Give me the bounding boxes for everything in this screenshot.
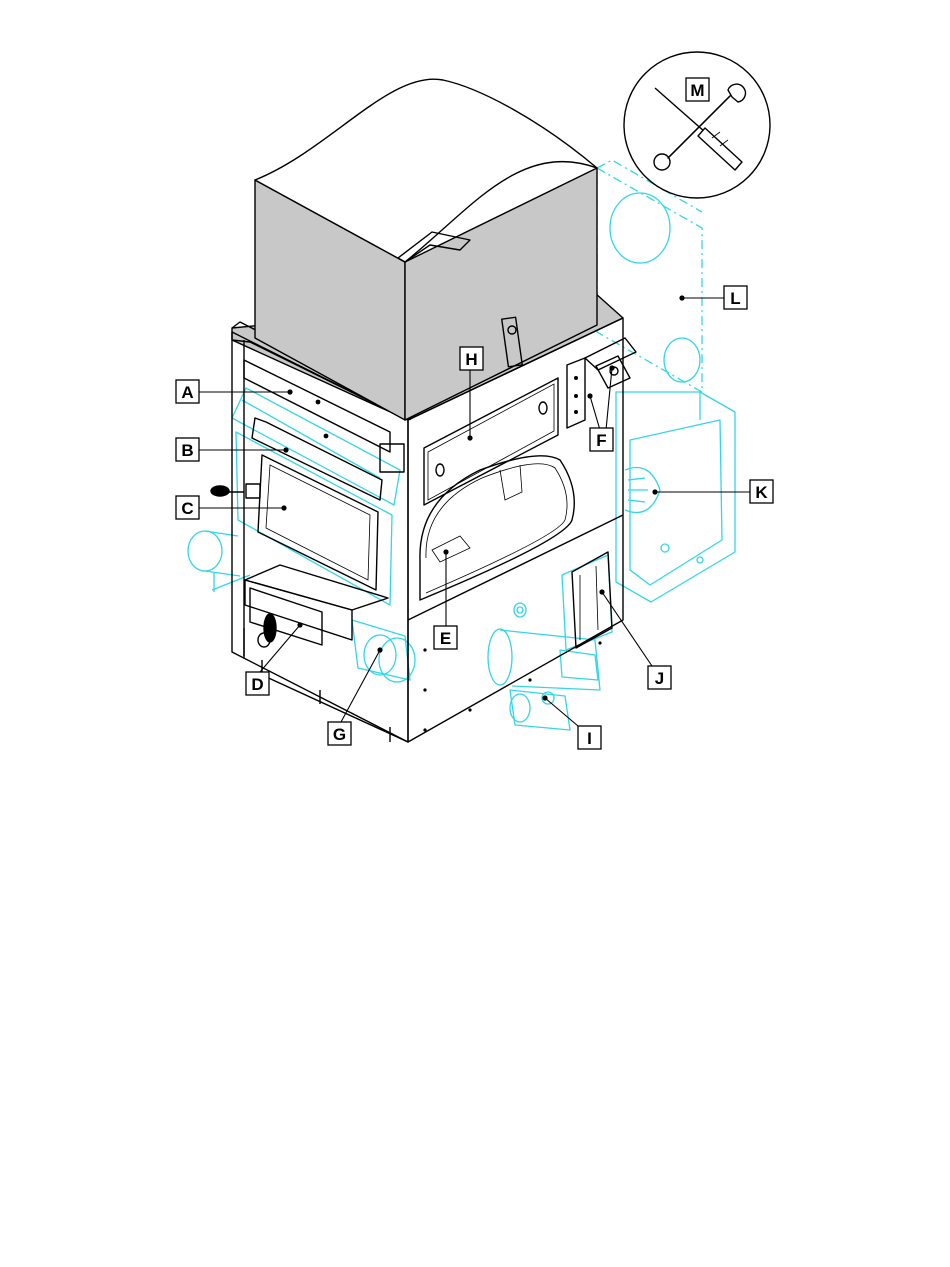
svg-text:D: D — [251, 675, 263, 694]
label-i: I — [578, 726, 601, 749]
label-j: J — [648, 666, 671, 689]
part-g-duct — [352, 620, 415, 682]
part-k-blower-box — [616, 392, 735, 602]
part-j-control-bracket — [562, 555, 612, 650]
svg-text:A: A — [181, 383, 193, 402]
label-k: K — [750, 480, 773, 503]
label-b: B — [176, 438, 199, 461]
part-l-duct-housing — [597, 160, 702, 392]
svg-text:I: I — [587, 729, 592, 748]
label-m: M — [686, 78, 709, 101]
label-h: H — [460, 347, 483, 370]
label-a: A — [176, 380, 199, 403]
svg-text:K: K — [755, 483, 768, 502]
part-e-firebox-opening — [420, 456, 574, 600]
svg-text:M: M — [690, 81, 704, 100]
svg-text:G: G — [333, 725, 346, 744]
part-j-mounting-plate — [572, 552, 612, 648]
part-f-bracket — [567, 338, 636, 428]
part-c-door-frame-cyan — [232, 388, 400, 605]
label-l: L — [724, 286, 747, 309]
screwdriver-and-wrench-icon — [624, 52, 770, 198]
svg-text:B: B — [181, 441, 193, 460]
svg-text:J: J — [655, 669, 664, 688]
part-i-burner — [488, 603, 600, 730]
svg-text:E: E — [440, 629, 451, 648]
svg-text:C: C — [181, 499, 193, 518]
label-g: G — [328, 722, 351, 745]
part-c-side-pipe — [188, 531, 250, 592]
svg-text:F: F — [596, 431, 606, 450]
part-d-ash-drawer — [245, 565, 388, 647]
svg-text:L: L — [730, 289, 740, 308]
svg-text:H: H — [465, 350, 477, 369]
label-d: D — [246, 672, 269, 695]
label-e: E — [434, 626, 457, 649]
label-f: F — [590, 428, 613, 451]
label-c: C — [176, 496, 199, 519]
